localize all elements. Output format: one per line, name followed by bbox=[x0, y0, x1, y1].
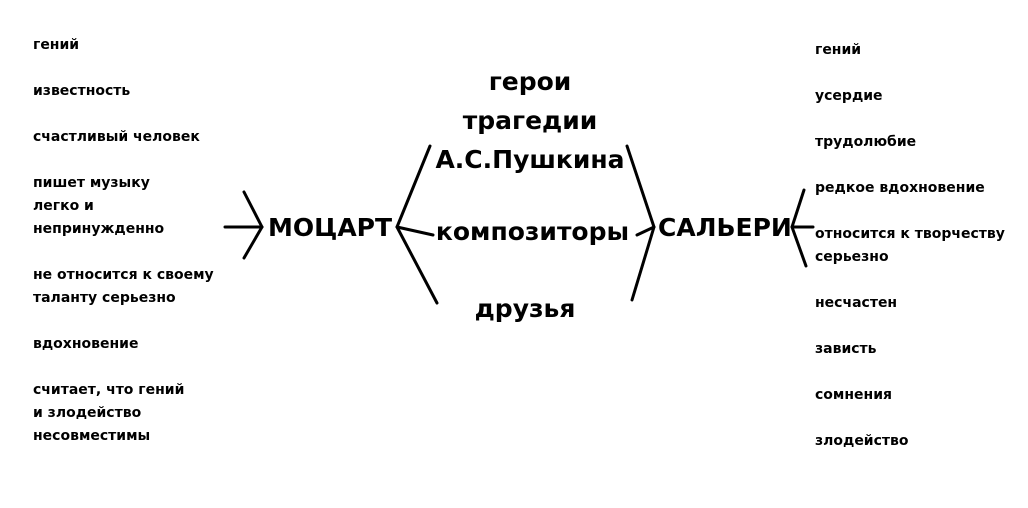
salieri-trait: трудолюбие bbox=[815, 134, 917, 150]
mozart-trait: гений bbox=[33, 37, 80, 53]
salieri-trait: злодейство bbox=[815, 433, 909, 449]
mozart-trait: считает, что гений и злодейство несовмес… bbox=[33, 382, 185, 444]
center-title: герои трагедии А.С.Пушкина bbox=[435, 67, 625, 174]
salieri-trait: зависть bbox=[815, 341, 877, 357]
mozart-trait: не относится к своему таланту серьезно bbox=[33, 267, 214, 306]
mozart-trait: пишет музыку легко и непринужденно bbox=[33, 175, 165, 237]
salieri-trait: относится к творчеству серьезно bbox=[815, 226, 1005, 265]
center-bottom-label: друзья bbox=[474, 294, 576, 323]
salieri-name: САЛЬЕРИ bbox=[658, 213, 792, 242]
mozart-branch-lines bbox=[395, 144, 439, 305]
mozart-name: МОЦАРТ bbox=[268, 213, 393, 242]
salieri-trait: редкое вдохновение bbox=[815, 180, 985, 196]
mozart-trait: известность bbox=[33, 83, 131, 99]
salieri-trait: гений bbox=[815, 42, 862, 58]
salieri-trait: сомнения bbox=[815, 387, 892, 403]
mozart-arrow bbox=[223, 190, 264, 260]
center-middle-label: композиторы bbox=[435, 217, 630, 246]
mozart-trait: вдохновение bbox=[33, 336, 139, 352]
mozart-trait: счастливый человек bbox=[33, 129, 200, 145]
salieri-branch-lines bbox=[625, 144, 656, 302]
salieri-trait: усердие bbox=[815, 88, 883, 104]
salieri-trait: несчастен bbox=[815, 295, 898, 311]
salieri-arrow bbox=[790, 188, 815, 268]
